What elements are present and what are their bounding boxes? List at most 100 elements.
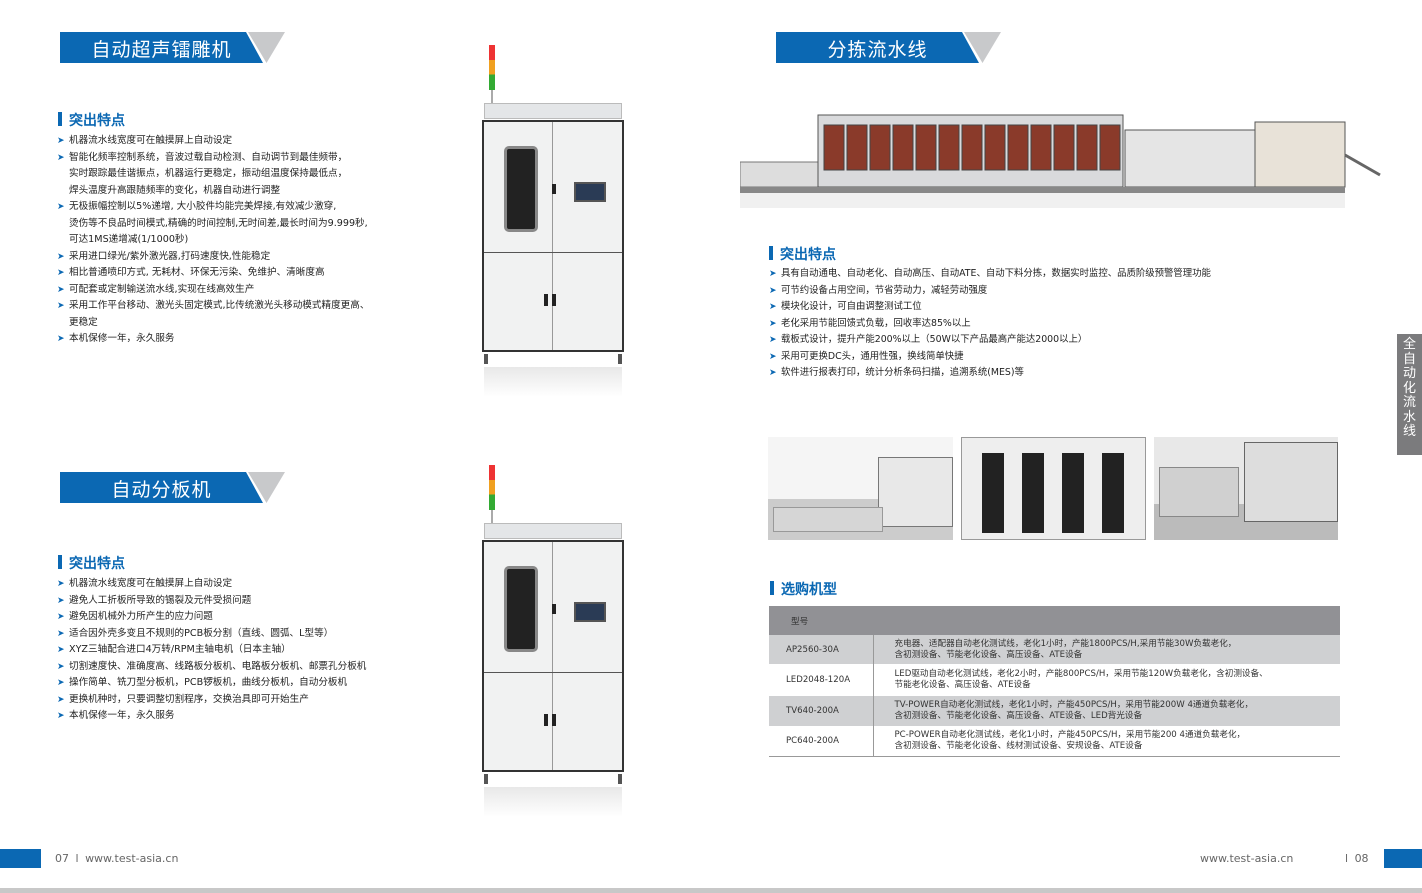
feature-text: 本机保修一年，永久服务 [69,710,175,721]
production-photo-2 [961,437,1146,540]
feature-text: 软件进行报表打印，统计分析条码扫描，追溯系统(MES)等 [781,367,1024,378]
production-photo-3 [1154,437,1338,540]
feature-text: 可节约设备占用空间，节省劳动力，减轻劳动强度 [781,284,988,296]
feature-text: 采用工作平台移动、激光头固定模式,比传统激光头移动模式精度更高、 [69,300,370,311]
footer-right-page: l 08 [1345,852,1369,865]
arrow-bullet-icon: ➤ [57,645,65,655]
production-photo-1 [768,437,953,540]
feature-item: ➤无极振幅控制以5%递增, 大小胶件均能完美焊接,有效减少激穿, [57,199,369,216]
feature-item: 实时跟踪最佳谐振点，机器运行更稳定，振动组温度保持最低点， [57,166,369,183]
description-line: 含初测设备、节能老化设备、高压设备、ATE设备、LED背光设备 [894,711,1143,721]
feature-list-3: ➤具有自动通电、自动老化、自动高压、自动ATE、自动下料分拣，数据实时监控、品质… [769,266,1211,382]
line-cell [869,124,891,171]
feature-item: 焊头温度升高跟随频率的变化，机器自动进行调整 [57,183,369,200]
description-line: 含初测设备、节能老化设备、高压设备、ATE设备 [894,649,1083,660]
models-heading: 选购机型 [770,579,837,599]
feature-text: 实时跟踪最佳谐振点，机器运行更稳定，振动组温度保持最低点， [69,168,348,179]
footer-separator: l [75,852,79,865]
ultrasonic-machine-image [478,45,628,405]
feature-text: 采用进口绿光/紫外激光器,打码速度快,性能稳定 [69,250,271,262]
feature-text: 老化采用节能回馈式负载，回收率达85%以上 [781,317,971,329]
feature-text: 载板式设计，提升产能200%以上（50W以下产品最高产能达2000以上） [781,334,1088,345]
section-banner-depaneling: 自动分板机 [60,472,285,503]
footer-left: 07 l www.test-asia.cn [55,852,178,865]
depaneling-machine-image [478,465,628,825]
section-banner-sorting: 分拣流水线 [776,32,1001,63]
feature-item: ➤ 采用可更换DC头，通用性强，换线简单快捷 [769,349,1211,366]
footer-separator: l [1345,852,1349,865]
feature-item: ➤ 模块化设计，可自由调整测试工位 [769,299,1211,316]
line-cell [846,124,868,171]
model-cell: LED2048-120A [769,664,874,696]
section-title: 自动分板机 [111,479,212,501]
arrow-bullet-icon: ➤ [57,612,65,622]
line-cell [915,124,937,171]
feature-item: ➤ 采用工作平台移动、激光头固定模式,比传统激光头移动模式精度更高、 [57,298,369,315]
description-line: 节能老化设备、高压设备、ATE设备 [894,680,1031,690]
feature-text: 焊头温度升高跟随频率的变化，机器自动进行调整 [69,184,281,196]
arrow-bullet-icon: ➤ [57,595,65,606]
line-cell [938,124,960,171]
feature-item: ➤适合因外壳多变且不规则的PCB板分割（直线、圆弧、L型等） [57,626,366,643]
feature-text: 避免人工折板所导致的锡裂及元件受损问题 [69,594,252,606]
description-cell: LED驱动自动老化测试线，老化2小时，产能800PCS/H，采用节能120W负载… [873,664,1340,696]
features-heading: 突出特点 [58,553,125,573]
feature-text: 机器流水线宽度可在触摸屏上自动设定 [69,135,233,146]
arrow-bullet-icon: ➤ [57,628,65,639]
line-cell [1053,124,1075,171]
arrow-bullet-icon: ➤ [57,268,65,278]
model-cell: PC640-200A [769,726,874,757]
feature-text: 模块化设计，可自由调整测试工位 [781,301,922,312]
feature-item: ➤机器流水线宽度可在触摸屏上自动设定 [57,133,369,150]
feature-text: 相比普通喷印方式, 无耗材、环保无污染、免维护、清晰度高 [69,267,325,278]
feature-text: 采用可更换DC头，通用性强，换线简单快捷 [781,350,964,362]
arrow-bullet-icon: ➤ [769,351,777,362]
page-number: 07 [55,852,69,865]
feature-text: 智能化频率控制系统，音波过载自动检测、自动调节到最佳频带， [69,151,348,163]
feature-item: ➤ 本机保修一年，永久服务 [57,708,366,725]
feature-item: ➤ 相比普通喷印方式, 无耗材、环保无污染、免维护、清晰度高 [57,265,369,282]
feature-text: 更换机种时，只要调整切割程序，交换治具即可开始生产 [69,693,309,705]
model-cell: AP2560-30A [769,635,874,664]
feature-item: ➤载板式设计，提升产能200%以上（50W以下产品最高产能达2000以上） [769,332,1211,349]
footer-url[interactable]: www.test-asia.cn [85,852,179,865]
section-title: 自动超声镭雕机 [91,39,232,61]
section-title: 分拣流水线 [827,39,928,61]
feature-item: ➤切割速度快、准确度高、线路板分板机、电路板分板机、邮票孔分板机 [57,659,366,676]
model-cell: TV640-200A [769,696,874,726]
side-tab[interactable]: 全自动化流水线 [1397,334,1422,455]
feature-text: 本机保修一年，永久服务 [69,333,175,344]
arrow-bullet-icon: ➤ [57,301,65,311]
features-heading: 突出特点 [769,244,836,264]
feature-text: 无极振幅控制以5%递增, 大小胶件均能完美焊接,有效减少激穿, [69,201,337,212]
description-line: 含初测设备、节能老化设备、线材测试设备、安规设备、ATE设备 [894,740,1143,751]
description-line: TV-POWER自动老化测试线，老化1小时，产能450PCS/H，采用节能200… [894,700,1254,710]
line-cell [892,124,914,171]
feature-text: 可配套或定制输送流水线,实现在线高效生产 [69,283,255,295]
feature-item: ➤可配套或定制输送流水线,实现在线高效生产 [57,282,369,299]
feature-text: 烫伤等不良品时间模式,精确的时间控制,无时间差,最长时间为9.999秒, [69,217,368,229]
page-number: 08 [1354,852,1369,865]
feature-text: 切割速度快、准确度高、线路板分板机、电路板分板机、邮票孔分板机 [69,660,367,672]
feature-item: ➤更换机种时，只要调整切割程序，交换治具即可开始生产 [57,692,366,709]
bottom-divider [0,888,1422,893]
feature-list-1: ➤机器流水线宽度可在触摸屏上自动设定➤智能化频率控制系统，音波过载自动检测、自动… [57,133,369,348]
feature-text: 操作简单、铣刀型分板机，PCB锣板机，曲线分板机，自动分板机 [69,677,348,688]
footer-url[interactable]: www.test-asia.cn [1200,852,1294,865]
line-cell [1099,124,1121,171]
arrow-bullet-icon: ➤ [57,711,65,721]
feature-item: ➤本机保修一年，永久服务 [57,331,369,348]
description-line: PC-POWER自动老化测试线，老化1小时，产能450PCS/H，采用节能200… [894,729,1246,740]
feature-item: ➤避免因机械外力所产生的应力问题 [57,609,366,626]
feature-item: ➤软件进行报表打印，统计分析条码扫描，追溯系统(MES)等 [769,365,1211,382]
feature-item: ➤ 操作简单、铣刀型分板机，PCB锣板机，曲线分板机，自动分板机 [57,675,366,692]
arrow-bullet-icon: ➤ [57,579,65,589]
line-cell [984,124,1006,171]
table-row: PC640-200A PC-POWER自动老化测试线，老化1小时，产能450PCS… [769,726,1340,757]
description-cell: PC-POWER自动老化测试线，老化1小时，产能450PCS/H，采用节能200… [873,726,1340,757]
arrow-bullet-icon: ➤ [57,678,65,688]
arrow-bullet-icon: ➤ [769,302,777,312]
feature-item: ➤可节约设备占用空间，节省劳动力，减轻劳动强度 [769,283,1211,300]
